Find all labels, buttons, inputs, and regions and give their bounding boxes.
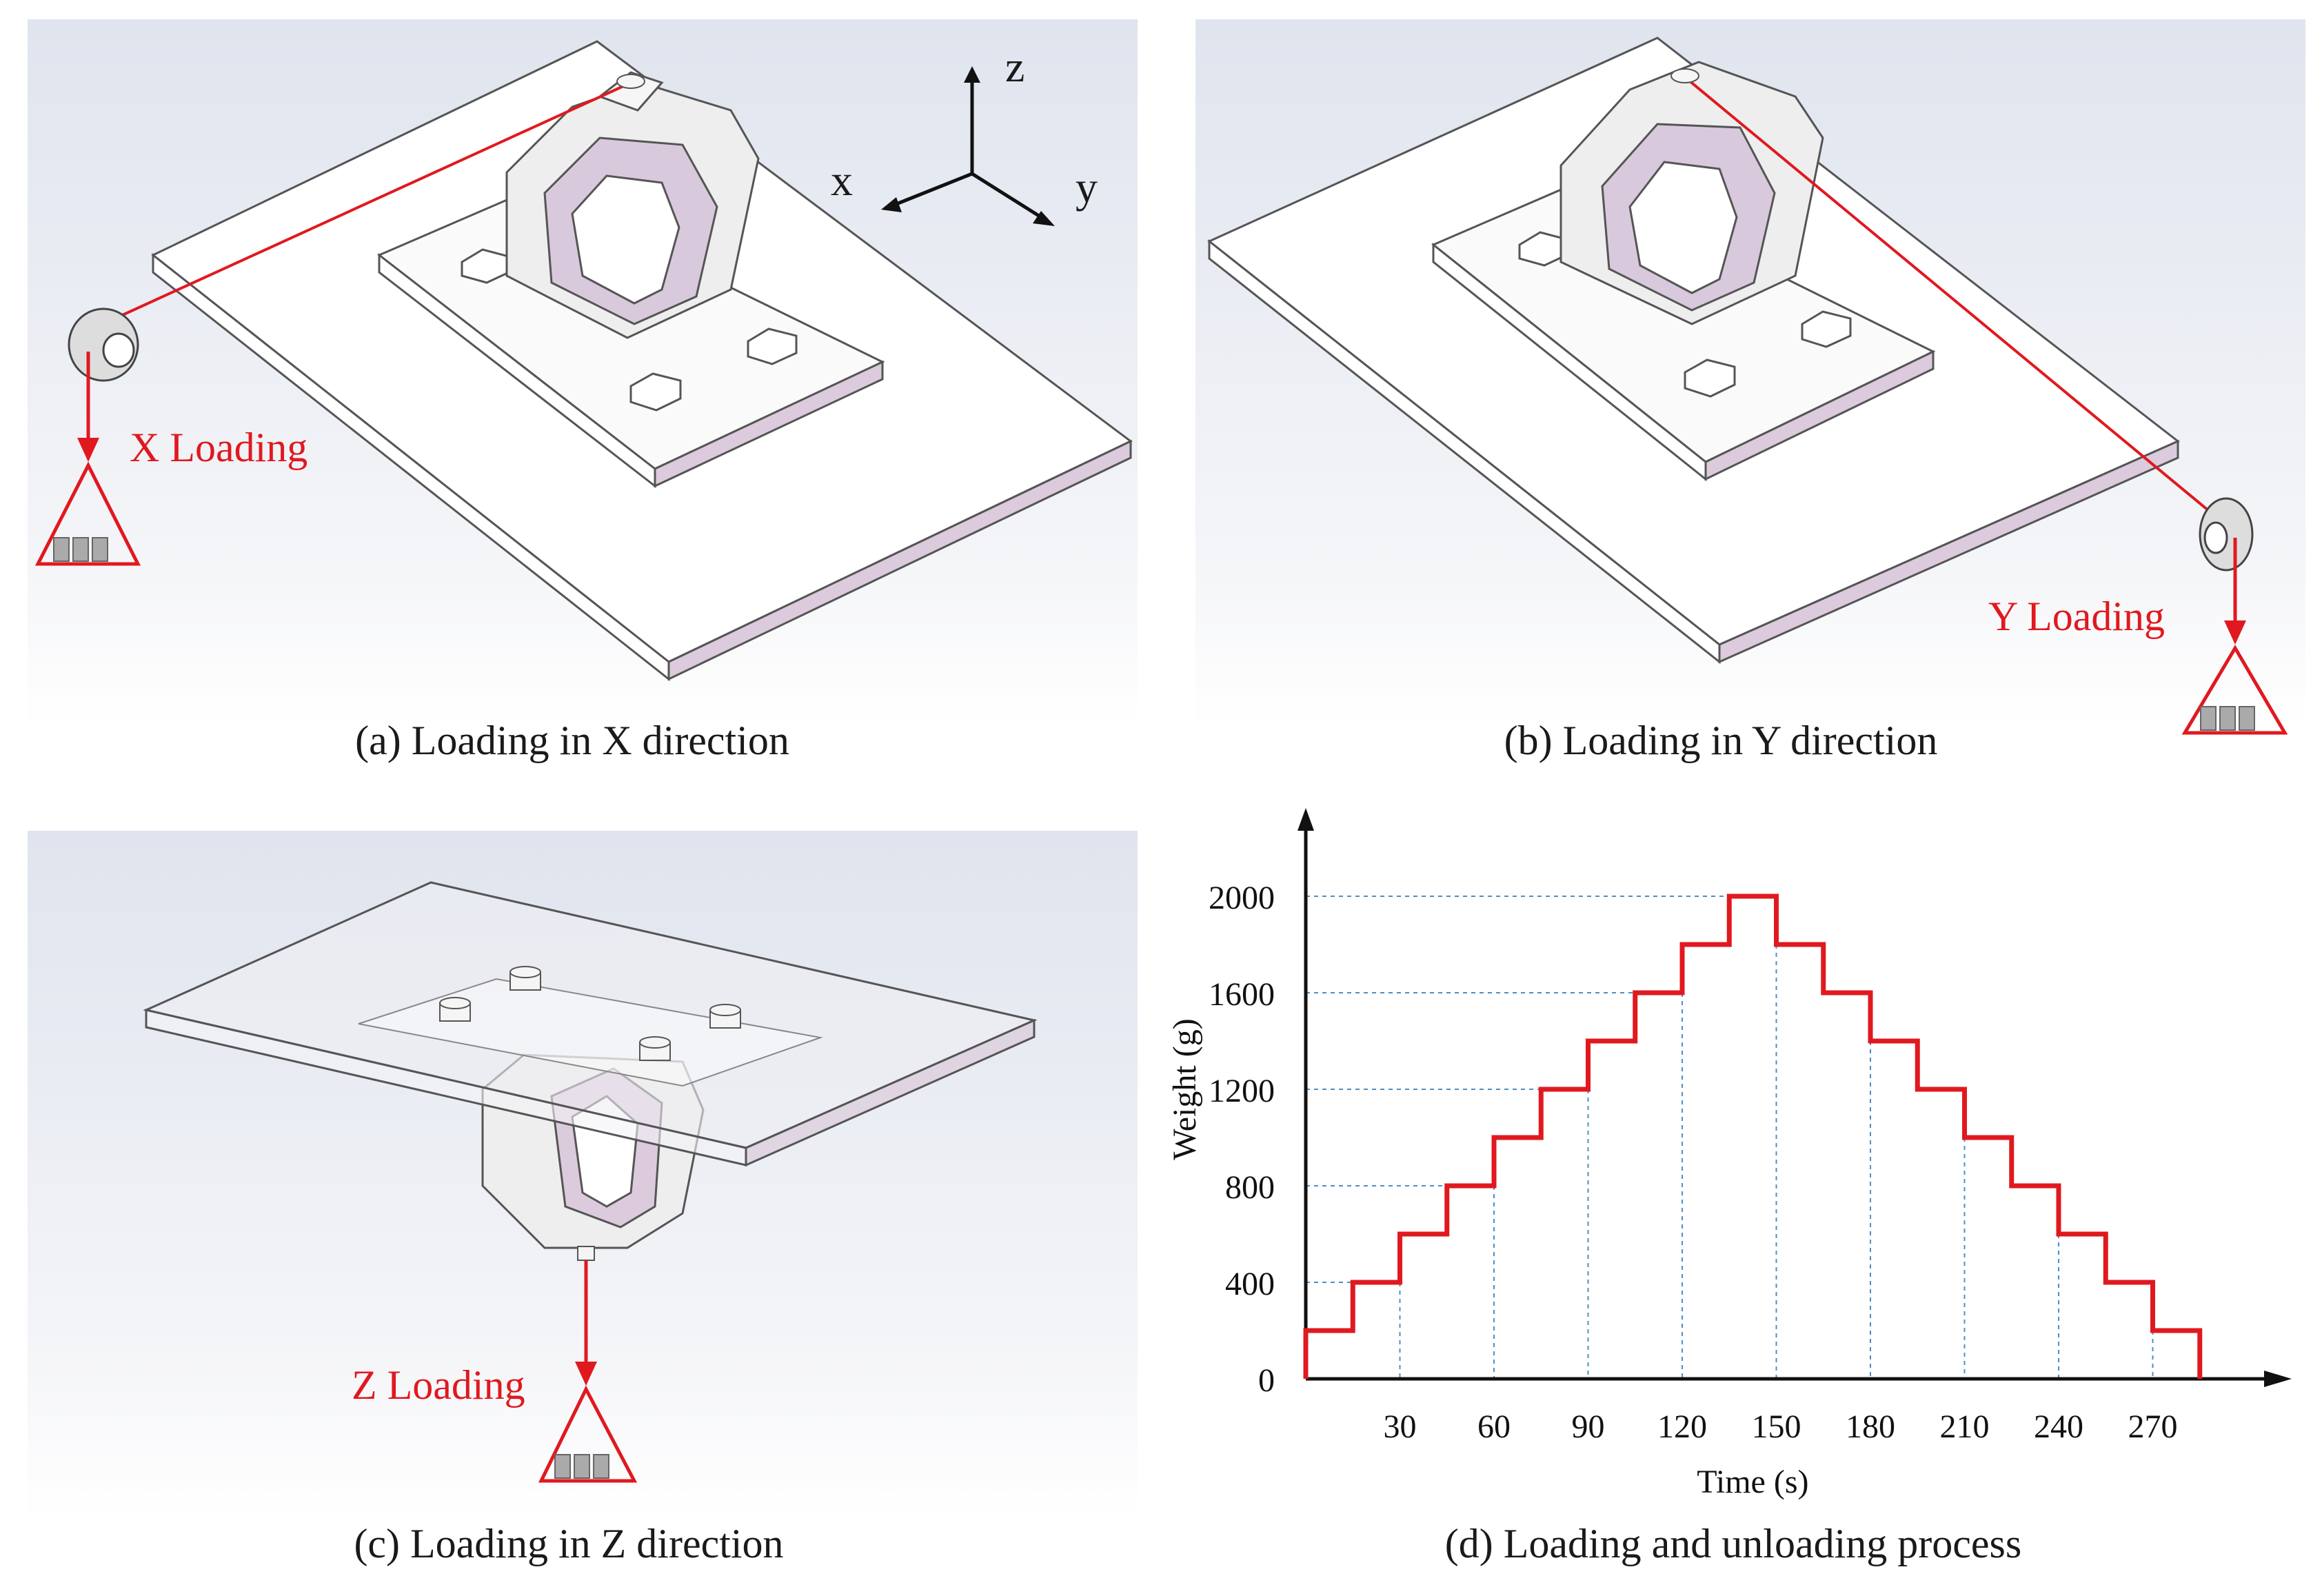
x-tick-label: 90	[1572, 1408, 1605, 1445]
step-chart: 0 400 800 1200 1600 2000 30 60 90 120 150 180 210 240…	[1167, 808, 2292, 1500]
x-tick-label: 270	[2128, 1408, 2178, 1445]
bolt-icon	[461, 248, 798, 412]
bolt-icon	[1518, 231, 1852, 398]
y-loading-label: Y Loading	[1988, 594, 2165, 639]
x-tick-label: 30	[1384, 1408, 1417, 1445]
pulley-pin	[616, 74, 645, 89]
series-line	[1303, 893, 2203, 1379]
panel-d: 0 400 800 1200 1600 2000 30 60 90 120 150 180 210 240…	[1161, 800, 2322, 1593]
x-tick-label: 120	[1657, 1408, 1707, 1445]
coordinate-axes-icon	[881, 66, 1055, 226]
load-cable	[1684, 76, 2254, 645]
load-cable	[575, 1246, 597, 1386]
z-loading-label: Z Loading	[352, 1362, 525, 1408]
panel-b: Y Loading (b) Loading in Y direction	[1161, 0, 2322, 786]
y-axis-label: Weight (g)	[1167, 1018, 1203, 1160]
y-tick-label: 2000	[1209, 880, 1275, 916]
x-tick-label: 180	[1846, 1408, 1895, 1445]
x-tick-label: 60	[1477, 1408, 1511, 1445]
y-tick-label: 1200	[1209, 1073, 1275, 1109]
holder-block	[1559, 61, 1824, 325]
mount-plate	[358, 978, 823, 1087]
y-tick-label: 400	[1225, 1266, 1275, 1302]
panel-a: z x y X Loading (a) Loading in X directi…	[0, 0, 1161, 786]
x-axis-arrow-icon	[2264, 1371, 2292, 1387]
caption-c: (c) Loading in Z direction	[354, 1521, 784, 1566]
weight-hanger-icon	[538, 1385, 638, 1483]
holder-block	[505, 71, 760, 339]
render-x-loading	[28, 19, 1138, 729]
load-cable	[68, 81, 632, 462]
x-loading-label: X Loading	[130, 425, 308, 470]
bolt-icon	[439, 966, 741, 1061]
render-z-loading	[28, 831, 1138, 1520]
y-tick-label: 0	[1258, 1362, 1275, 1399]
weight-hanger-icon	[34, 461, 141, 566]
pulley-pin	[1670, 68, 1699, 83]
axis-label-x: x	[831, 156, 853, 205]
caption-d: (d) Loading and unloading process	[1444, 1521, 2022, 1566]
x-axis-label: Time (s)	[1697, 1464, 1808, 1500]
axis-label-y: y	[1076, 163, 1098, 212]
caption-a: (a) Loading in X direction	[355, 718, 789, 763]
render-y-loading	[1195, 19, 2305, 735]
y-axis-arrow-icon	[1298, 808, 1314, 831]
caption-b: (b) Loading in Y direction	[1504, 718, 1938, 763]
x-tick-label: 150	[1752, 1408, 1801, 1445]
base-plate	[143, 881, 1038, 1167]
y-tick-label: 800	[1225, 1169, 1275, 1206]
y-tick-label: 1600	[1209, 976, 1275, 1013]
axis-label-z: z	[1005, 42, 1025, 91]
panel-c: Z Loading (c) Loading in Z direction	[0, 800, 1161, 1593]
weight-hanger-icon	[2181, 645, 2288, 735]
x-tick-label: 210	[1940, 1408, 1990, 1445]
x-tick-label: 240	[2034, 1408, 2083, 1445]
